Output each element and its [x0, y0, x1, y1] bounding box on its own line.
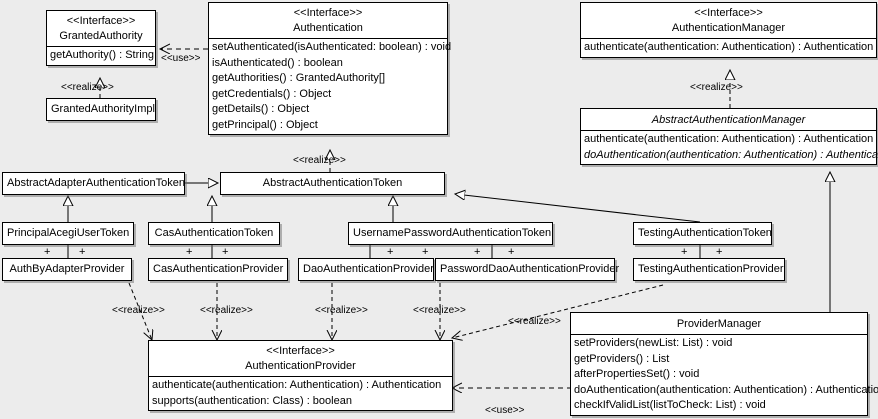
class-name-label: PrincipalAcegiUserToken [7, 227, 130, 239]
section-divider [149, 376, 452, 377]
edge-label-realize-passworddaoprovider: <<realize>> [413, 305, 466, 316]
operation-item: getPrincipal() : Object [212, 118, 318, 131]
operations-compartment: authenticate(authentication: Authenticat… [581, 39, 876, 57]
operation-item: setAuthenticated(isAuthenticated: boolea… [212, 41, 452, 53]
assoc-plus-marker: + [681, 246, 688, 258]
operation-item: afterPropertiesSet() : void [574, 368, 700, 380]
assoc-plus-marker: + [508, 246, 515, 258]
stereotype-label: <<Interface>> [66, 15, 136, 27]
operation-item: authenticate(authentication: Authenticat… [584, 41, 874, 53]
class-box-principal-acegi-user-token[interactable]: PrincipalAcegiUserToken [2, 222, 134, 245]
class-name-label: PasswordDaoAuthenticationProvider [440, 263, 620, 275]
operation-item: getAuthorities() : GrantedAuthority[] [212, 72, 386, 84]
class-box-dao-authentication-provider[interactable]: DaoAuthenticationProvider [298, 258, 434, 281]
class-name-label: ProviderManager [676, 318, 762, 330]
assoc-plus-marker: + [387, 246, 394, 258]
operation-item: doAuthentication(authentication: Authent… [584, 148, 878, 161]
assoc-plus-marker: + [716, 246, 723, 258]
class-name-label: TestingAuthenticationToken [638, 227, 772, 239]
class-box-password-dao-authentication-provider[interactable]: PasswordDaoAuthenticationProvider [435, 258, 620, 281]
operations-compartment: setProviders(newList: List) : void getPr… [571, 335, 878, 415]
section-divider [47, 46, 155, 47]
edge-label-use-granted-authority: <<use>> [161, 53, 201, 64]
class-name-label: TestingAuthenticationProvider [638, 263, 784, 275]
class-box-authentication-manager[interactable]: <<Interface>> AuthenticationManager auth… [580, 2, 877, 58]
class-name-label: AuthenticationManager [671, 22, 786, 34]
edge-label-realize-authentication: <<realize>> [293, 155, 346, 166]
class-box-cas-authentication-provider[interactable]: CasAuthenticationProvider [148, 258, 288, 281]
class-box-testing-authentication-token[interactable]: TestingAuthenticationToken [633, 222, 772, 245]
edge-label-realize-granted-authority: <<realize>> [61, 82, 114, 93]
class-name-label: DaoAuthenticationProvider [303, 263, 434, 275]
operation-item: doAuthentication(authentication: Authent… [574, 383, 878, 396]
operation-item: isAuthenticated() : boolean [212, 56, 343, 69]
operation-item: authenticate(authentication: Authenticat… [152, 379, 442, 391]
section-divider [571, 334, 867, 335]
class-name-label: GrantedAuthorityImpl [51, 103, 155, 115]
operation-item: authenticate(authentication: Authenticat… [584, 133, 874, 145]
operation-item: setProviders(newList: List) : void [574, 337, 733, 349]
operations-compartment: authenticate(authentication: Authenticat… [581, 131, 878, 164]
operations-compartment: setAuthenticated(isAuthenticated: boolea… [209, 39, 452, 134]
class-box-cas-authentication-token[interactable]: CasAuthenticationToken [148, 222, 280, 245]
stereotype-label: <<Interface>> [293, 7, 363, 19]
operation-item: getProviders() : List [574, 352, 670, 365]
class-box-auth-by-adapter-provider[interactable]: AuthByAdapterProvider [2, 258, 132, 281]
class-box-granted-authority[interactable]: <<Interface>> GrantedAuthority getAuthor… [46, 10, 156, 66]
class-name-label: AbstractAuthenticationManager [651, 114, 806, 126]
class-box-provider-manager[interactable]: ProviderManager setProviders(newList: Li… [570, 312, 878, 416]
operation-item: getCredentials() : Object [212, 87, 332, 100]
class-name-label: AbstractAuthenticationToken [262, 177, 403, 189]
operation-item: checkIfValidList(listToCheck: List) : vo… [574, 399, 766, 411]
operation-item: getDetails() : Object [212, 103, 310, 115]
class-box-authentication-provider[interactable]: <<Interface>> AuthenticationProvider aut… [148, 340, 453, 411]
operations-compartment: getAuthority() : String [47, 47, 155, 65]
section-divider [209, 38, 447, 39]
class-box-abstract-authentication-token[interactable]: AbstractAuthenticationToken [220, 172, 445, 195]
link-testingauthenticationtoken-generalization [455, 194, 701, 223]
class-box-testing-authentication-provider[interactable]: TestingAuthenticationProvider [633, 258, 785, 281]
section-divider [581, 130, 876, 131]
assoc-plus-marker: + [474, 246, 481, 258]
class-box-granted-authority-impl[interactable]: GrantedAuthorityImpl [46, 98, 156, 121]
class-name-label: CasAuthenticationProvider [153, 263, 284, 275]
edge-label-realize-daoprovider: <<realize>> [315, 305, 368, 316]
edge-label-realize-authbyadapter: <<realize>> [112, 305, 165, 316]
class-box-username-password-authentication-token[interactable]: UsernamePasswordAuthenticationToken [348, 222, 553, 245]
stereotype-label: <<Interface>> [266, 345, 335, 357]
assoc-plus-marker: + [44, 246, 51, 258]
edge-label-realize-casprovider: <<realize>> [200, 305, 253, 316]
assoc-plus-marker: + [186, 246, 193, 258]
class-box-abstract-authentication-manager[interactable]: AbstractAuthenticationManager authentica… [580, 108, 878, 165]
operations-compartment: authenticate(authentication: Authenticat… [149, 377, 452, 410]
operation-item: supports(authentication: Class) : boolea… [152, 394, 352, 407]
assoc-plus-marker: + [422, 246, 429, 258]
class-name-label: CasAuthenticationToken [154, 227, 274, 239]
section-divider [581, 38, 876, 39]
class-name-label: AbstractAdapterAuthenticationToken [7, 177, 185, 189]
class-name-label: AuthByAdapterProvider [9, 263, 125, 275]
class-name-label: AuthenticationProvider [245, 360, 356, 372]
assoc-plus-marker: + [79, 246, 86, 258]
edge-label-use-authentication-provider: <<use>> [485, 405, 525, 416]
stereotype-label: <<Interface>> [694, 7, 763, 19]
class-box-abstract-adapter-authentication-token[interactable]: AbstractAdapterAuthenticationToken [2, 172, 185, 195]
class-name-label: Authentication [293, 22, 363, 34]
assoc-plus-marker: + [222, 246, 229, 258]
edge-label-realize-authentication-manager: <<realize>> [690, 82, 743, 93]
class-name-label: GrantedAuthority [59, 30, 143, 42]
class-name-label: UsernamePasswordAuthenticationToken [353, 227, 552, 239]
edge-label-realize-testingprovider: <<realize>> [508, 316, 561, 327]
operation-item: getAuthority() : String [50, 49, 154, 61]
class-box-authentication[interactable]: <<Interface>> Authentication setAuthenti… [208, 2, 452, 135]
